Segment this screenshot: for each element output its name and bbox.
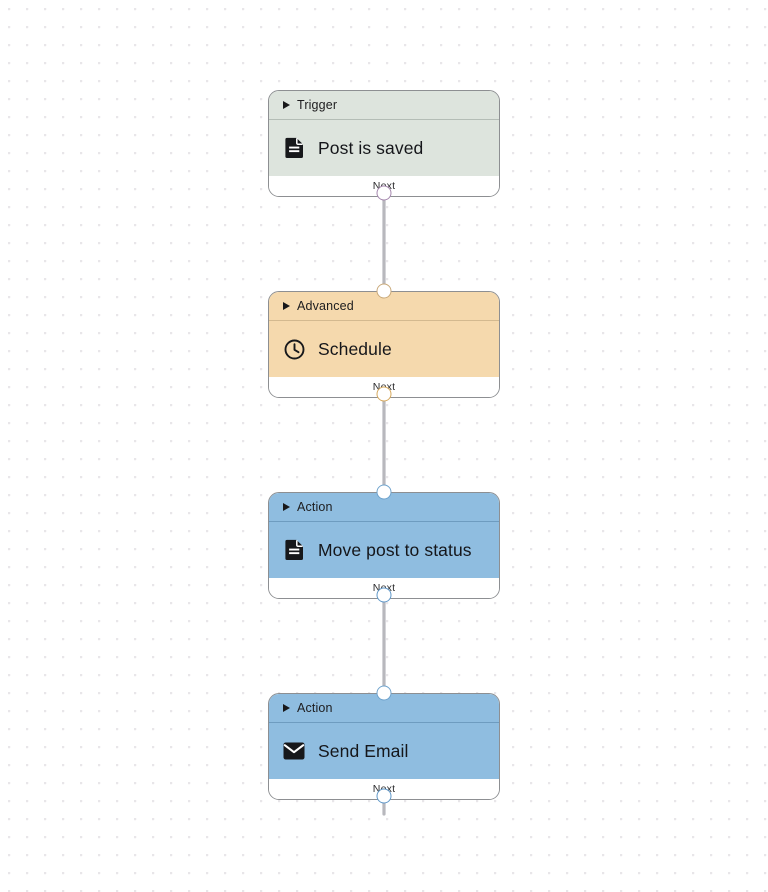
node-body-advanced-schedule[interactable]: Schedule <box>269 321 499 377</box>
node-category-label: Action <box>297 500 333 514</box>
node-title-label: Schedule <box>318 338 392 359</box>
input-port-advanced-schedule[interactable] <box>376 283 392 299</box>
triangle-right-icon[interactable] <box>283 302 290 310</box>
input-port-action-send-email[interactable] <box>376 685 392 701</box>
node-category-label: Action <box>297 701 333 715</box>
triangle-right-icon[interactable] <box>283 704 290 712</box>
node-body-action-move-post-to-status[interactable]: Move post to status <box>269 522 499 578</box>
output-port-trigger-post-is-saved[interactable] <box>376 185 392 201</box>
output-port-action-move-post-to-status[interactable] <box>376 587 392 603</box>
document-icon <box>283 137 305 159</box>
clock-icon <box>283 338 305 360</box>
node-body-action-send-email[interactable]: Send Email <box>269 723 499 779</box>
envelope-icon <box>283 740 305 762</box>
workflow-node-advanced-schedule[interactable]: AdvancedScheduleNext <box>268 291 500 398</box>
document-icon <box>283 539 305 561</box>
node-title-label: Move post to status <box>318 539 472 560</box>
output-port-action-send-email[interactable] <box>376 788 392 804</box>
node-category-label: Advanced <box>297 299 354 313</box>
node-title-label: Send Email <box>318 740 409 761</box>
output-port-advanced-schedule[interactable] <box>376 386 392 402</box>
input-port-action-move-post-to-status[interactable] <box>376 484 392 500</box>
node-title-label: Post is saved <box>318 137 424 158</box>
triangle-right-icon[interactable] <box>283 101 290 109</box>
triangle-right-icon[interactable] <box>283 503 290 511</box>
node-divider <box>269 521 499 522</box>
node-category-label: Trigger <box>297 98 338 112</box>
node-divider <box>269 722 499 723</box>
node-divider <box>269 320 499 321</box>
node-header-trigger-post-is-saved[interactable]: Trigger <box>269 91 499 119</box>
node-body-trigger-post-is-saved[interactable]: Post is saved <box>269 120 499 176</box>
node-divider <box>269 119 499 120</box>
